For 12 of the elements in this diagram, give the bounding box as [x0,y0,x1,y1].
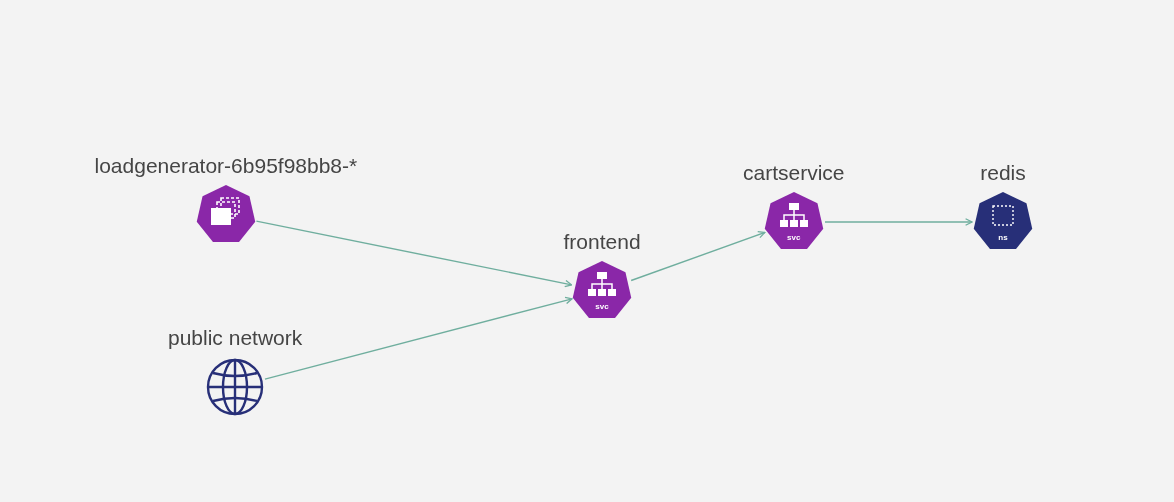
node-label: frontend [563,230,641,254]
arrow [255,220,573,288]
arrow [630,231,766,282]
type-tag: svc [762,233,825,242]
node-label: cartservice [743,161,845,185]
node-label: loadgenerator-6b95f98bb8-* [94,154,358,178]
type-tag: svc [571,302,634,311]
arrow [264,296,573,380]
node-label: redis [980,161,1026,185]
arrow [824,218,973,226]
node-label: public network [168,326,303,350]
type-tag: ns [972,233,1034,242]
